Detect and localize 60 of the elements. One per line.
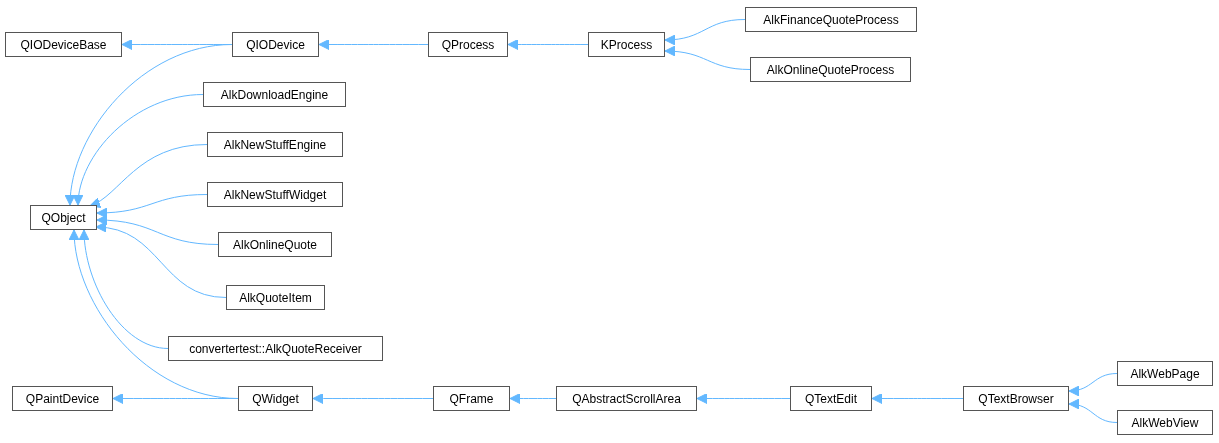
class-name: AlkOnlineQuote (232, 237, 317, 252)
class-box (30, 205, 97, 230)
class-box (232, 32, 319, 57)
class-name: AlkNewStuffWidget (223, 187, 327, 202)
class-name: QAbstractScrollArea (572, 391, 681, 406)
class-name: QIODevice (246, 37, 305, 52)
inheritance-arrow (89, 144, 208, 207)
class-name: AlkNewStuffEngine (223, 137, 327, 152)
class-box (433, 386, 510, 411)
class-box (963, 386, 1069, 411)
class-box (203, 82, 346, 107)
class-name: AlkOnlineQuoteProcess (766, 62, 895, 77)
inheritance-arrow (73, 94, 204, 206)
class-name: QTextBrowser (978, 391, 1054, 406)
class-name: QTextEdit (805, 391, 857, 406)
class-box (207, 182, 343, 207)
class-name: QProcess (441, 37, 495, 52)
class-box (226, 285, 325, 310)
inheritance-arrow (696, 393, 791, 404)
class-box (428, 32, 508, 57)
class-name: AlkDownloadEngine (220, 87, 329, 102)
class-box (1117, 361, 1213, 386)
class-box (168, 336, 383, 361)
class-name: QIODeviceBase (20, 37, 107, 52)
inheritance-arrow (65, 44, 233, 206)
inheritance-arrow (95, 222, 227, 298)
inheritance-arrow (318, 39, 429, 50)
class-box (588, 32, 665, 57)
inheritance-arrow (96, 214, 219, 245)
inheritance-arrow (112, 393, 239, 404)
inheritance-arrow (1068, 399, 1118, 423)
class-name: AlkFinanceQuoteProcess (763, 12, 899, 27)
class-name: AlkQuoteItem (239, 290, 312, 305)
class-name: QObject (41, 210, 86, 225)
inheritance-arrow (509, 393, 557, 404)
inheritance-arrow (664, 19, 746, 46)
class-name: AlkWebView (1131, 415, 1199, 430)
class-box (556, 386, 697, 411)
inheritance-arrow (312, 393, 434, 404)
class-box (12, 386, 113, 411)
inheritance-arrow (871, 393, 964, 404)
class-name: KProcess (600, 37, 653, 52)
class-name: convertertest::AlkQuoteReceiver (189, 341, 362, 356)
class-box (218, 232, 332, 257)
class-box (5, 32, 122, 57)
inheritance-arrow (96, 194, 208, 219)
class-name: AlkWebPage (1130, 366, 1200, 381)
class-name: QFrame (449, 391, 494, 406)
class-box (745, 7, 917, 32)
inheritance-arrow (664, 45, 751, 70)
class-name: QWidget (252, 391, 299, 406)
class-box (1117, 410, 1213, 435)
class-box (238, 386, 313, 411)
class-box (207, 132, 343, 157)
inheritance-arrow (79, 229, 169, 349)
inheritance-arrow (507, 39, 589, 50)
class-name: QPaintDevice (25, 391, 100, 406)
class-box (750, 57, 911, 82)
class-box (790, 386, 872, 411)
inheritance-arrow (1068, 373, 1118, 396)
